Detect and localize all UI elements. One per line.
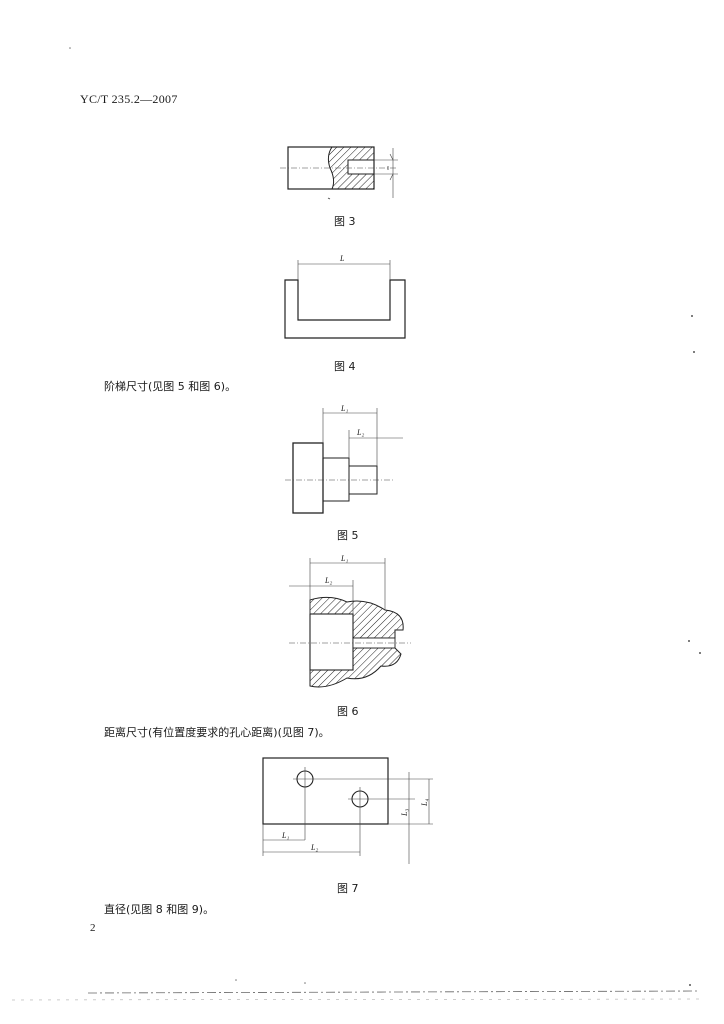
paragraph-distance-dimension: 距离尺寸(有位置度要求的孔心距离)(见图 7)。 bbox=[104, 726, 330, 739]
figure-4-drawing: L bbox=[284, 254, 406, 339]
figure-4-caption: 图 4 bbox=[334, 360, 356, 373]
figure-7-dim-L2: L₂ bbox=[310, 843, 318, 852]
figure-5-dim-L1: L₁ bbox=[340, 404, 348, 413]
figure-6-caption: 图 6 bbox=[337, 705, 359, 718]
figure-6-dim-L2: L₂ bbox=[324, 576, 332, 585]
figure-7-dim-L4: L₄ bbox=[420, 799, 429, 807]
figure-5-drawing: L₁ L₂ bbox=[285, 404, 403, 514]
figure-5-dim-L2: L₂ bbox=[356, 428, 364, 437]
figure-4-dim-L: L bbox=[339, 254, 345, 263]
figure-3-drawing bbox=[280, 146, 398, 200]
figure-7-dim-L3: L₃ bbox=[400, 809, 409, 817]
paragraph-step-dimension: 阶梯尺寸(见图 5 和图 6)。 bbox=[104, 380, 237, 393]
figure-3-caption: 图 3 bbox=[334, 215, 356, 228]
page-number: 2 bbox=[90, 922, 96, 934]
standard-number: YC/T 235.2—2007 bbox=[80, 92, 178, 106]
figure-7-caption: 图 7 bbox=[337, 882, 359, 895]
figure-7-drawing: L₁ L₂ L₃ L₄ bbox=[262, 757, 433, 864]
figure-5-caption: 图 5 bbox=[337, 529, 359, 542]
figure-6-drawing: L₁ L₂ bbox=[289, 554, 411, 688]
paragraph-diameter: 直径(见图 8 和图 9)。 bbox=[104, 903, 215, 916]
figure-6-dim-L1: L₁ bbox=[340, 554, 348, 563]
figure-7-dim-L1: L₁ bbox=[281, 831, 289, 840]
